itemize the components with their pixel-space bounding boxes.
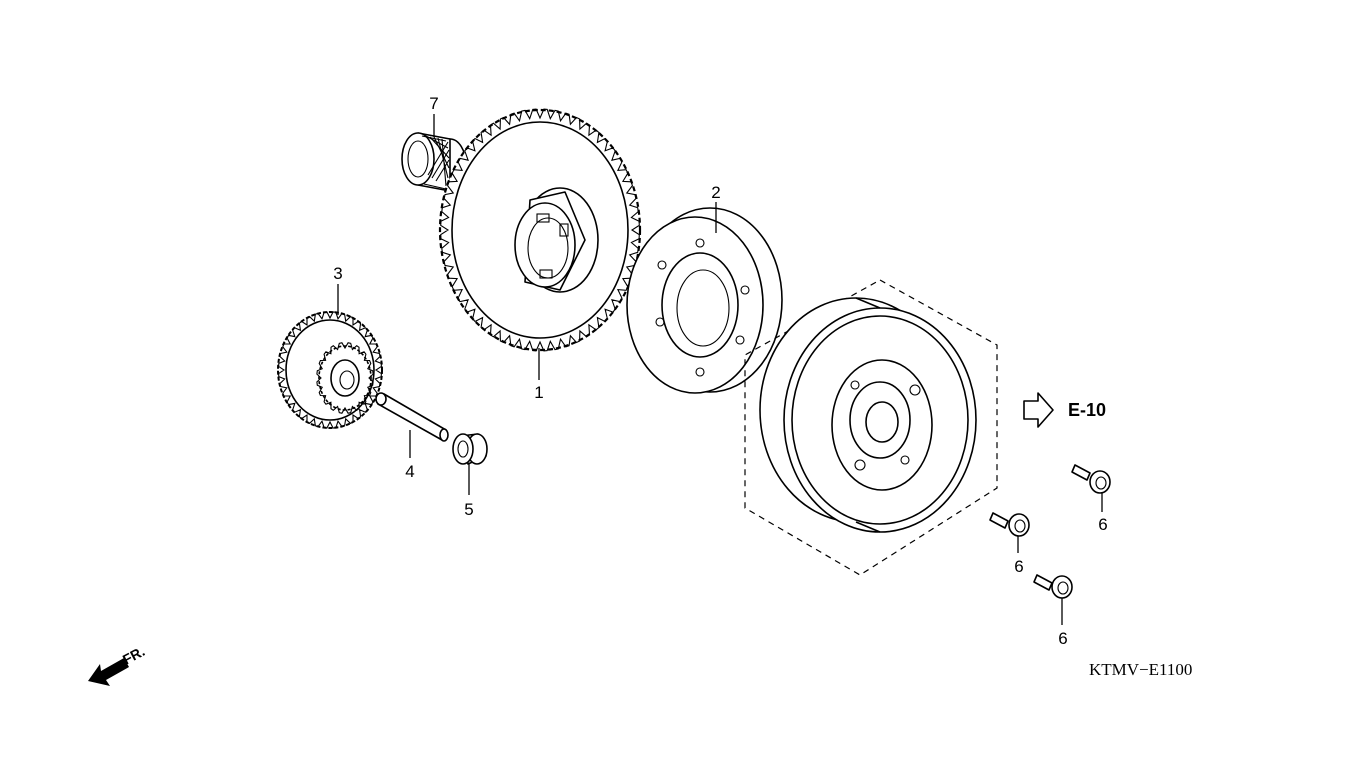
starter-clutch-part-2 [626,207,783,394]
diagram-code: KTMV−E1100 [1089,660,1192,679]
callout-1: 1 [534,383,543,402]
collar-part-5 [452,433,488,465]
small-gear-inner-teeth [316,342,374,414]
shaft-part-4 [375,392,449,442]
large-gear-teeth [440,108,640,352]
callout-6-middle: 6 [1014,557,1023,576]
small-gear-teeth [278,311,382,429]
front-arrow-icon [88,658,129,686]
bolt-part-6-middle [989,512,1030,537]
large-gear-part-1 [438,108,642,352]
callout-5: 5 [464,500,473,519]
reference-arrow-icon [1023,392,1054,428]
bolt-part-6-upper [1071,464,1111,494]
callout-3: 3 [333,264,342,283]
flywheel-reference-e10 [744,279,998,576]
small-gear-part-3 [277,311,383,429]
leader-lines [337,114,1103,625]
callout-7: 7 [429,94,438,113]
callout-4: 4 [405,462,414,481]
callout-2: 2 [711,183,720,202]
reference-label[interactable]: E-10 [1068,400,1106,420]
bolt-part-6-lower [1033,574,1073,599]
callout-6-upper: 6 [1098,515,1107,534]
callout-6-lower: 6 [1058,629,1067,648]
